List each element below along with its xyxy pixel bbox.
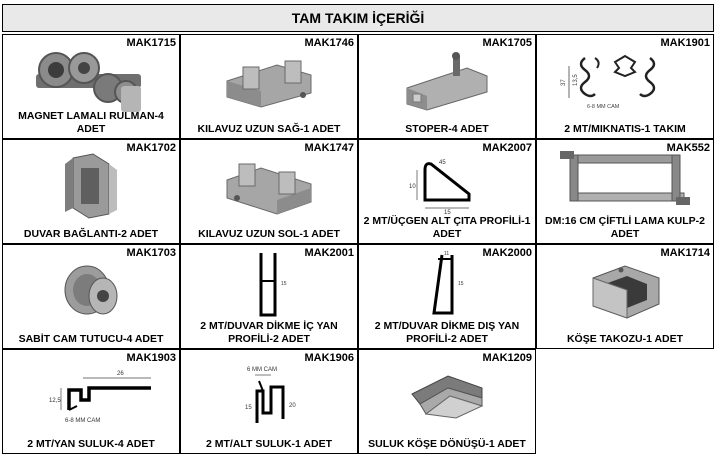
item-cell: MAK552 DM:16 CM ÇİFTLİ LAMA KULP-2 ADET <box>536 139 714 244</box>
item-label: KÖŞE TAKOZU-1 ADET <box>566 333 684 345</box>
glass-note: 6-8 MM CAM <box>65 418 100 424</box>
item-label: 2 MT/ALT SULUK-1 ADET <box>206 438 332 450</box>
item-code: MAK2007 <box>482 142 532 154</box>
dim-label: 15 <box>281 281 287 287</box>
item-cell: MAK1714 KÖŞE TAKOZU-1 ADET <box>536 244 714 349</box>
dim-label: 15 <box>245 405 252 411</box>
corner-block-icon <box>537 255 713 327</box>
stopper-icon <box>359 45 535 117</box>
outer-post-profile-icon: 11 15 <box>359 251 535 317</box>
dim-label: 11 <box>444 251 449 257</box>
item-cell: MAK1901 37 13,5 6-8 MM CAM 2 MT/MIKNATIS… <box>536 34 714 139</box>
item-label: 2 MT/MIKNATIS-1 TAKIM <box>564 123 686 135</box>
glass-holder-icon <box>3 255 179 327</box>
triangle-profile-icon: 10 15 45 <box>359 146 535 218</box>
bottom-seal-profile-icon: 6 MM CAM 15 20 <box>181 360 357 432</box>
handle-icon <box>537 146 713 218</box>
item-code: MAK1746 <box>304 37 354 49</box>
item-label: 2 MT/YAN SULUK-4 ADET <box>27 438 155 450</box>
item-label: 2 MT/DUVAR DİKME İÇ YAN PROFİLİ-2 ADET <box>200 320 338 345</box>
item-cell: MAK2001 15 2 MT/DUVAR DİKME İÇ YAN PROFİ… <box>180 244 358 349</box>
item-cell: MAK1705 STOPER-4 ADET <box>358 34 536 139</box>
dim-label: 45 <box>439 160 446 166</box>
item-cell: MAK1703 SABİT CAM TUTUCU-4 ADET <box>2 244 180 349</box>
item-cell: MAK2000 11 15 2 MT/DUVAR DİKME DIŞ YAN P… <box>358 244 536 349</box>
item-code: MAK1705 <box>482 37 532 49</box>
item-label: STOPER-4 ADET <box>405 123 489 135</box>
item-label: MAGNET LAMALI RULMAN-4 ADET <box>18 110 164 135</box>
glass-note: 6-8 MM CAM <box>587 104 620 110</box>
item-label: KILAVUZ UZUN SAĞ-1 ADET <box>197 123 341 135</box>
item-label: DM:16 CM ÇİFTLİ LAMA KULP-2 ADET <box>544 215 706 240</box>
roller-bearing-icon <box>3 45 179 117</box>
item-code: MAK552 <box>666 142 710 154</box>
item-cell: MAK1906 6 MM CAM 15 20 2 MT/ALT SULUK-1 … <box>180 349 358 454</box>
dim-label: 13,5 <box>573 74 579 86</box>
dim-label: 10 <box>409 184 416 190</box>
dim-label: 26 <box>117 371 124 377</box>
inner-post-profile-icon: 15 <box>181 251 357 317</box>
kit-contents-sheet: TAM TAKIM İÇERİĞİ MAK1715 MAGNET LAMALI … <box>2 4 716 455</box>
dim-label: 15 <box>458 281 464 287</box>
item-code: MAK2001 <box>304 247 354 259</box>
item-code: MAK1703 <box>126 247 176 259</box>
item-label: SULUK KÖŞE DÖNÜŞÜ-1 ADET <box>368 438 526 450</box>
item-label: 2 MT/ÜÇGEN ALT ÇITA PROFİLİ-1 ADET <box>363 215 531 240</box>
item-code: MAK1903 <box>126 352 176 364</box>
guide-right-icon <box>181 45 357 117</box>
dim-label: 20 <box>289 403 296 409</box>
side-seal-profile-icon: 26 12,5 6-8 MM CAM <box>3 360 179 432</box>
glass-note: 6 MM CAM <box>247 367 277 373</box>
item-code: MAK1906 <box>304 352 354 364</box>
item-cell: MAK1702 DUVAR BAĞLANTI-2 ADET <box>2 139 180 244</box>
item-code: MAK1209 <box>482 352 532 364</box>
item-code: MAK1747 <box>304 142 354 154</box>
item-cell: MAK1746 KILAVUZ UZUN SAĞ-1 ADET <box>180 34 358 139</box>
dim-label: 12,5 <box>49 398 61 404</box>
item-cell: MAK1715 MAGNET LAMALI RULMAN-4 ADET <box>2 34 180 139</box>
item-code: MAK1714 <box>660 247 710 259</box>
dim-label: 37 <box>561 79 567 86</box>
item-label: DUVAR BAĞLANTI-2 ADET <box>23 228 159 240</box>
item-code: MAK1715 <box>126 37 176 49</box>
item-label: 2 MT/DUVAR DİKME DIŞ YAN PROFİLİ-2 ADET <box>374 320 520 345</box>
sheet-title: TAM TAKIM İÇERİĞİ <box>2 4 714 32</box>
item-cell: MAK2007 10 15 45 2 MT/ÜÇGEN ALT ÇITA PRO… <box>358 139 536 244</box>
dim-label: 15 <box>444 210 451 214</box>
item-cell: MAK1747 KILAVUZ UZUN SOL-1 ADET <box>180 139 358 244</box>
item-code: MAK2000 <box>482 247 532 259</box>
wall-bracket-icon <box>3 150 179 222</box>
item-cell: MAK1209 SULUK KÖŞE DÖNÜŞÜ-1 ADET <box>358 349 536 454</box>
item-code: MAK1702 <box>126 142 176 154</box>
item-label: SABİT CAM TUTUCU-4 ADET <box>18 333 164 345</box>
seal-corner-icon <box>359 360 535 432</box>
item-code: MAK1901 <box>660 37 710 49</box>
item-label: KILAVUZ UZUN SOL-1 ADET <box>198 228 340 240</box>
item-cell: MAK1903 26 12,5 6-8 MM CAM 2 MT/YAN SULU… <box>2 349 180 454</box>
magnet-profile-icon: 37 13,5 6-8 MM CAM <box>537 45 713 117</box>
guide-left-icon <box>181 150 357 222</box>
